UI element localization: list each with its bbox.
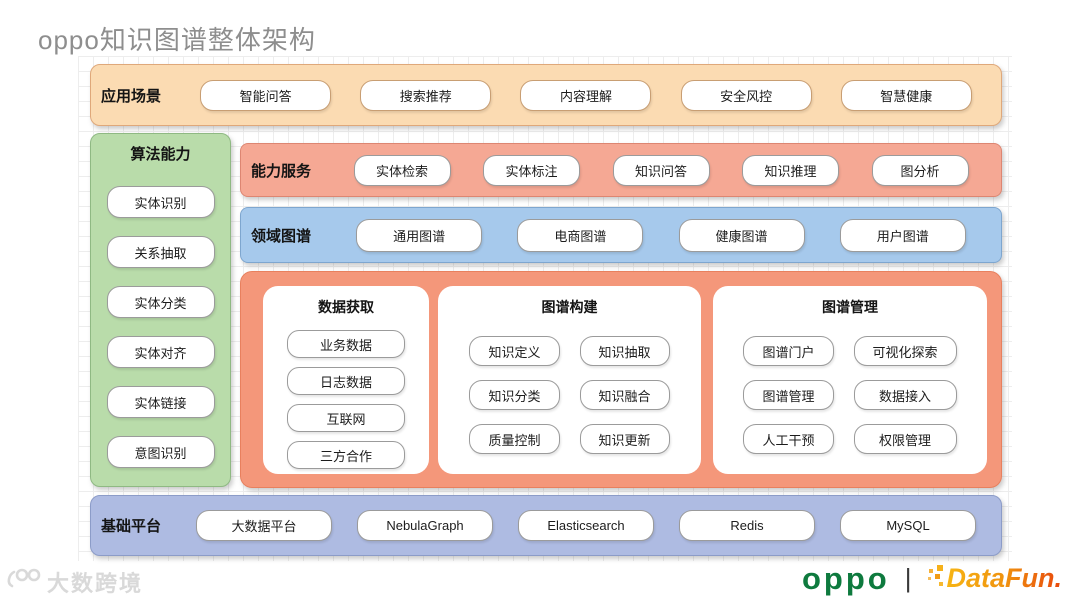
- graph-construction-chip-grid: 知识定义知识抽取知识分类知识融合质量控制知识更新: [438, 336, 701, 454]
- domain-chip: 电商图谱: [517, 218, 644, 252]
- capability-chip: 知识推理: [742, 154, 839, 186]
- algorithm-chip: 实体识别: [106, 186, 215, 218]
- graph-construction-chip: 知识融合: [579, 380, 670, 410]
- application-chip: 智慧健康: [840, 79, 972, 111]
- algorithm-chip: 意图识别: [106, 436, 215, 468]
- data-acquisition-chip: 业务数据: [287, 330, 405, 358]
- column-algorithm-capability: 算法能力 实体识别关系抽取实体分类实体对齐实体链接意图识别: [90, 133, 231, 487]
- platform-chip: Redis: [679, 510, 815, 541]
- graph-construction-chip: 知识抽取: [579, 336, 670, 366]
- algorithm-chip-list: 实体识别关系抽取实体分类实体对齐实体链接意图识别: [91, 186, 230, 468]
- domain-chip: 健康图谱: [678, 218, 805, 252]
- capability-chip: 实体检索: [353, 154, 451, 186]
- capability-chip: 图分析: [871, 154, 969, 186]
- application-chip: 内容理解: [520, 79, 652, 111]
- domain-chip: 通用图谱: [356, 218, 483, 252]
- graph-construction-chip: 知识定义: [469, 336, 560, 366]
- platform-band-label: 基础平台: [101, 518, 162, 535]
- application-chip: 安全风控: [680, 79, 812, 111]
- platform-chip: NebulaGraph: [357, 510, 493, 541]
- domain-chip: 用户图谱: [839, 218, 966, 252]
- data-acquisition-chip: 日志数据: [287, 367, 405, 395]
- panel-graph-management: 图谱管理 图谱门户可视化探索图谱管理数据接入人工干预权限管理: [713, 286, 987, 474]
- dashukuajing-icon: [6, 566, 42, 598]
- application-chip: 智能问答: [200, 79, 332, 111]
- band-capability-services: 能力服务 实体检索实体标注知识问答知识推理图分析: [240, 143, 1002, 197]
- algorithm-chip: 关系抽取: [106, 236, 215, 268]
- capability-chip-list: 实体检索实体标注知识问答知识推理图分析: [321, 154, 1001, 186]
- graph-management-chip: 权限管理: [853, 424, 957, 454]
- panel-graph-construction: 图谱构建 知识定义知识抽取知识分类知识融合质量控制知识更新: [438, 286, 701, 474]
- panel-title-graph-construction: 图谱构建: [541, 299, 598, 315]
- domain-chip-list: 通用图谱电商图谱健康图谱用户图谱: [321, 218, 1001, 252]
- datafun-logo-wrap: DataFun.: [926, 563, 1062, 594]
- graph-construction-chip: 知识更新: [579, 424, 670, 454]
- application-chip: 搜索推荐: [360, 79, 492, 111]
- page-title: oppo知识图谱整体架构: [38, 25, 316, 55]
- data-acquisition-chip-list: 业务数据日志数据互联网三方合作: [263, 330, 429, 469]
- watermark-text: 大数跨境: [47, 571, 144, 596]
- panel-title-graph-management: 图谱管理: [822, 299, 878, 315]
- panel-title-data-acquisition: 数据获取: [318, 299, 374, 315]
- band-domain-graphs: 领域图谱 通用图谱电商图谱健康图谱用户图谱: [240, 207, 1002, 263]
- application-band-label: 应用场景: [101, 87, 162, 105]
- capability-chip: 知识问答: [612, 154, 710, 186]
- datafun-logo: DataFun.: [946, 563, 1062, 593]
- oppo-logo: oppo: [801, 561, 890, 596]
- data-acquisition-chip: 互联网: [287, 404, 405, 432]
- platform-chip: Elasticsearch: [518, 510, 654, 541]
- watermark-dashukuajing: 大数跨境: [6, 566, 143, 598]
- footer-logos: oppo | DataFun.: [802, 563, 1062, 594]
- application-chip-list: 智能问答搜索推荐内容理解安全风控智慧健康: [171, 79, 1001, 111]
- graph-management-chip: 图谱管理: [743, 380, 834, 410]
- graph-management-chip: 人工干预: [743, 424, 834, 454]
- graph-management-chip: 数据接入: [853, 380, 957, 410]
- graph-management-chip: 图谱门户: [743, 336, 834, 366]
- graph-construction-chip: 知识分类: [469, 380, 560, 410]
- datafun-pixels-icon: [926, 563, 946, 594]
- platform-chip: MySQL: [840, 510, 976, 541]
- algorithm-chip: 实体链接: [106, 386, 215, 418]
- graph-management-chip-grid: 图谱门户可视化探索图谱管理数据接入人工干预权限管理: [713, 336, 987, 454]
- capability-chip: 实体标注: [483, 154, 580, 186]
- construction-block: 数据获取 业务数据日志数据互联网三方合作 图谱构建 知识定义知识抽取知识分类知识…: [240, 271, 1002, 488]
- data-acquisition-chip: 三方合作: [287, 441, 405, 469]
- capability-band-label: 能力服务: [251, 162, 312, 180]
- graph-management-chip: 可视化探索: [853, 336, 957, 366]
- platform-chip: 大数据平台: [196, 510, 332, 541]
- algorithm-chip: 实体分类: [106, 286, 215, 318]
- panel-data-acquisition: 数据获取 业务数据日志数据互联网三方合作: [263, 286, 429, 474]
- band-base-platform: 基础平台 大数据平台 NebulaGraph Elasticsearch Redis M…: [90, 495, 1002, 556]
- logo-separator: |: [904, 563, 912, 593]
- platform-chip-list: 大数据平台 NebulaGraph Elasticsearch Redis MySQL: [171, 510, 1001, 541]
- band-application-scenarios: 应用场景 智能问答搜索推荐内容理解安全风控智慧健康: [90, 64, 1002, 126]
- algorithm-column-title: 算法能力: [130, 146, 191, 163]
- algorithm-chip: 实体对齐: [106, 336, 215, 368]
- domain-band-label: 领域图谱: [251, 227, 312, 245]
- graph-construction-chip: 质量控制: [469, 424, 560, 454]
